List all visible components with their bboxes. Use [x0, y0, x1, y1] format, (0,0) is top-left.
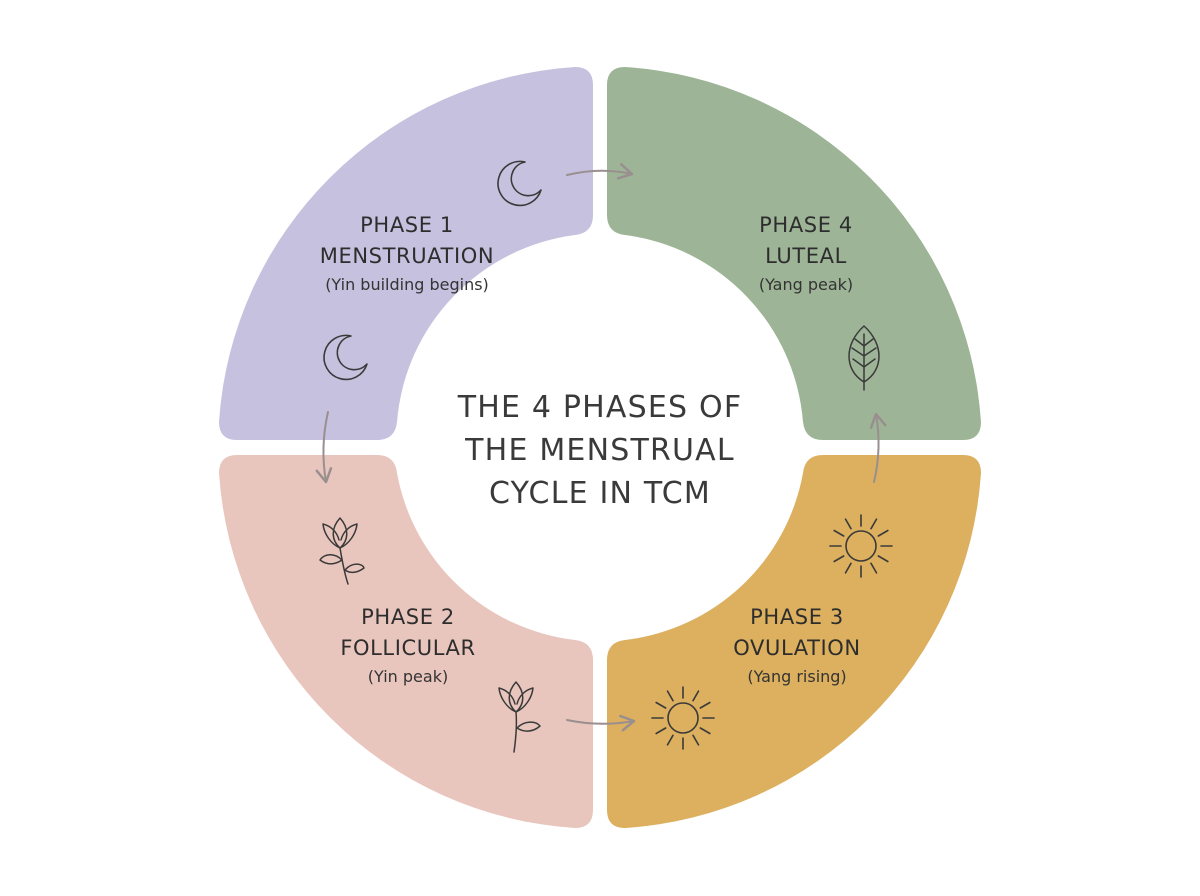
phase-2-number: PHASE 2: [361, 605, 455, 629]
arrow-phase2-to-phase3: [566, 714, 636, 732]
title-line-3: CYCLE IN TCM: [489, 476, 711, 511]
arrow-phase1-to-phase4: [566, 163, 634, 180]
phase-1-subtitle: (Yin building begins): [325, 275, 489, 294]
phase-3-segment: [607, 455, 981, 828]
arrow-phase1-to-phase2: [315, 411, 333, 484]
sun-icon: [651, 686, 715, 750]
title-line-1: THE 4 PHASES OF: [457, 390, 743, 425]
phase-2-name: FOLLICULAR: [340, 636, 476, 660]
sun-icon: [829, 514, 893, 578]
phase-1-number: PHASE 1: [360, 213, 454, 237]
phase-2-segment: [219, 455, 593, 828]
crescent-moon-icon: [323, 334, 368, 381]
lotus-flower-icon: [319, 517, 365, 585]
phase-3-number: PHASE 3: [750, 605, 844, 629]
phase-4-label: PHASE 4 LUTEAL (Yang peak): [676, 210, 936, 298]
phase-3-subtitle: (Yang rising): [747, 667, 847, 686]
leaf-icon: [848, 325, 880, 391]
phase-4-subtitle: (Yang peak): [758, 275, 854, 294]
phase-4-number: PHASE 4: [759, 213, 853, 237]
phase-1-segment: [219, 67, 593, 440]
phase-4-name: LUTEAL: [765, 244, 847, 268]
title-line-2: THE MENSTRUAL: [465, 433, 735, 468]
phase-2-subtitle: (Yin peak): [367, 667, 449, 686]
crescent-moon-icon: [497, 160, 542, 207]
phase-3-name: OVULATION: [733, 636, 861, 660]
phase-4-segment: [607, 67, 981, 440]
phase-1-name: MENSTRUATION: [319, 244, 495, 268]
phase-2-label: PHASE 2 FOLLICULAR (Yin peak): [278, 602, 538, 690]
diagram-title: THE 4 PHASES OF THE MENSTRUAL CYCLE IN T…: [400, 386, 800, 515]
phase-1-label: PHASE 1 MENSTRUATION (Yin building begin…: [277, 210, 537, 298]
phase-3-label: PHASE 3 OVULATION (Yang rising): [667, 602, 927, 690]
lotus-flower-icon: [498, 681, 541, 753]
arrow-phase3-to-phase4: [869, 412, 887, 483]
